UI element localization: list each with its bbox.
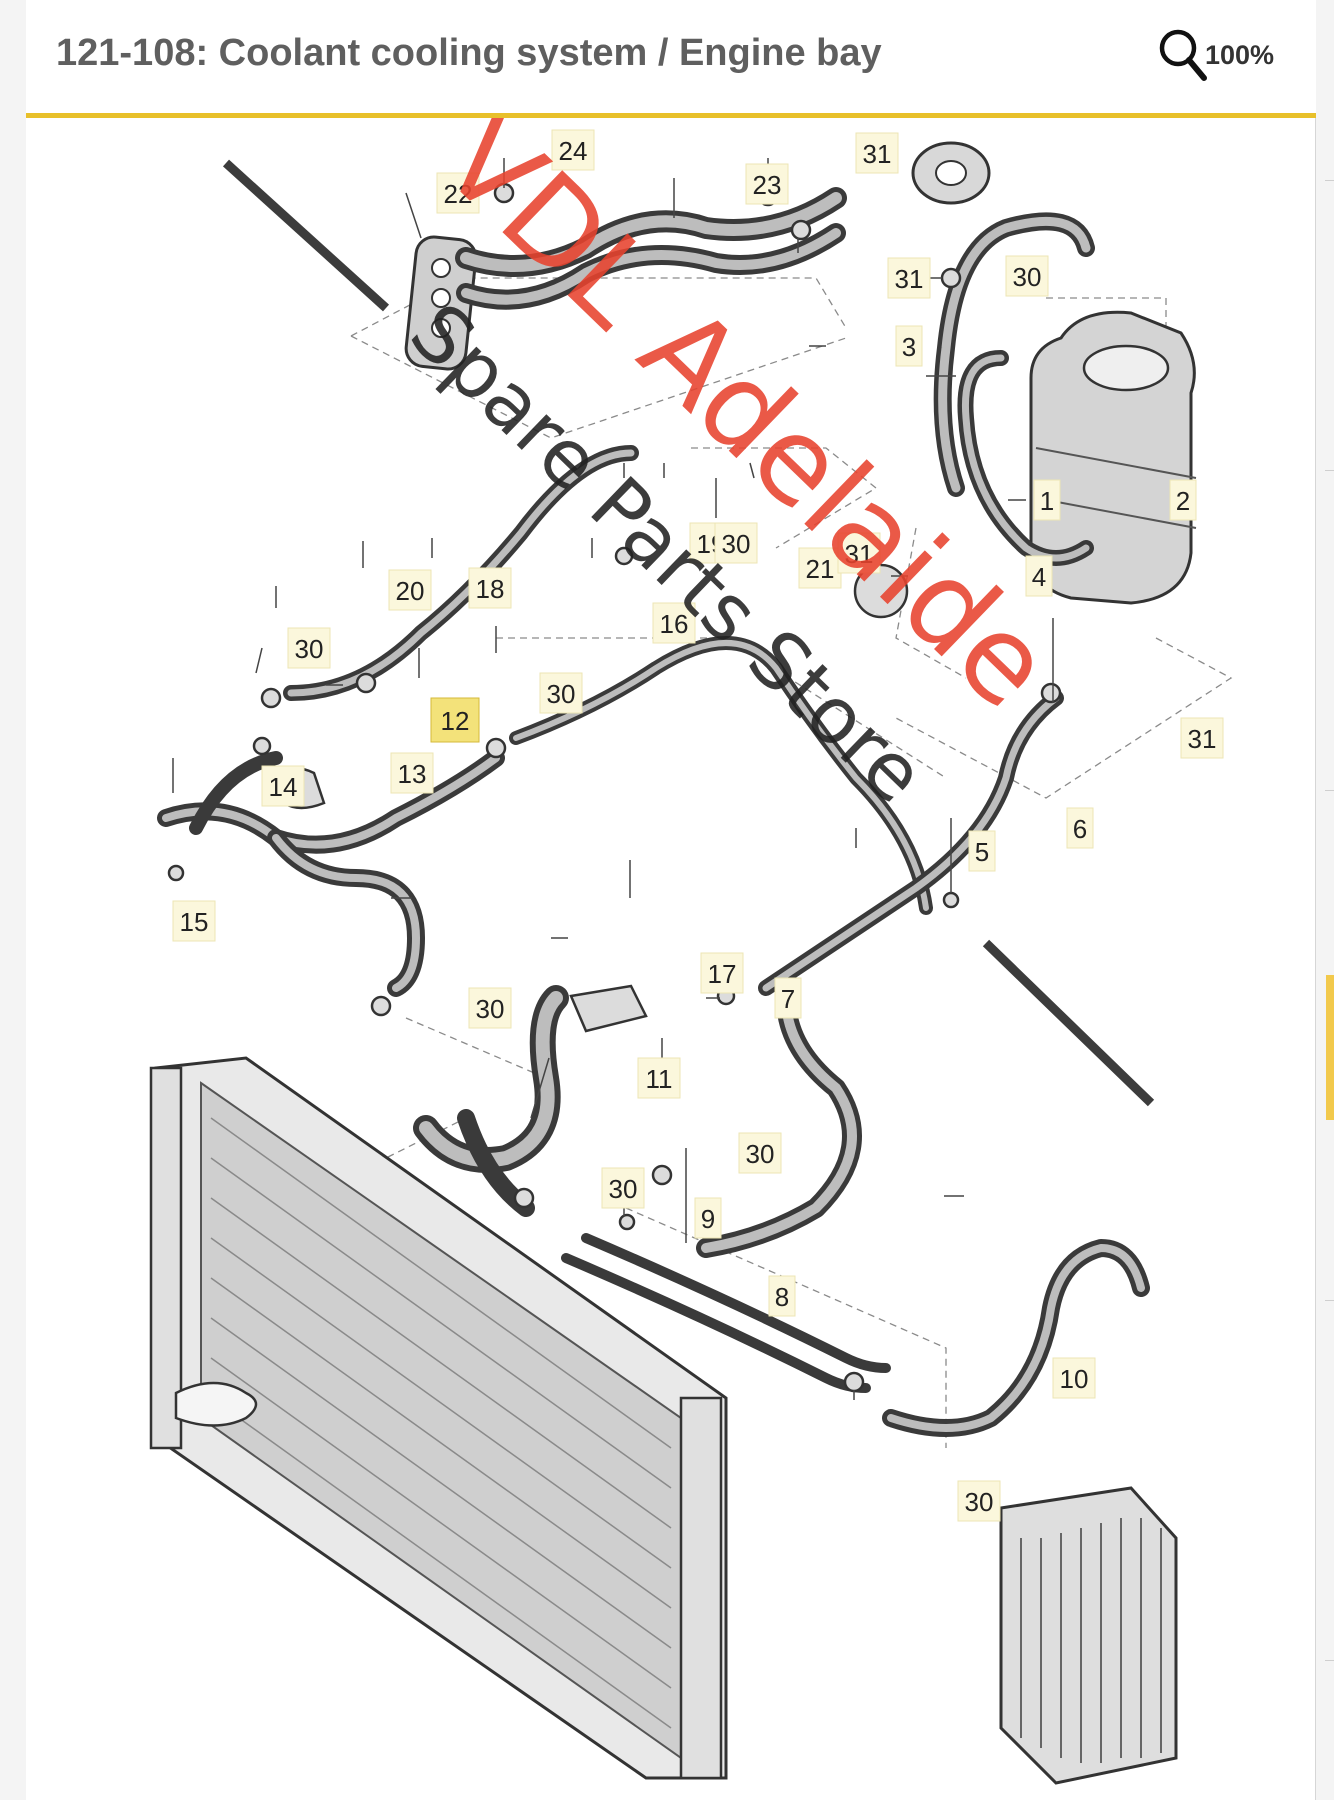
callout-label: 2 (1176, 486, 1190, 516)
callout-label: 3 (902, 332, 916, 362)
heater-connector (911, 141, 991, 205)
callout-18[interactable]: 18 (468, 567, 512, 609)
callout-label: 8 (775, 1282, 789, 1312)
callout-label: 16 (660, 609, 689, 639)
auxiliary-radiator (999, 1486, 1178, 1785)
callout-30-g[interactable]: 30 (601, 1167, 645, 1209)
callout-label: 11 (646, 1064, 673, 1094)
callout-label: 30 (547, 679, 576, 709)
scrollbar-thumb[interactable] (1326, 975, 1334, 1120)
callout-30-c[interactable]: 30 (287, 627, 331, 669)
callout-30-h[interactable]: 30 (957, 1480, 1001, 1522)
callout-label: 24 (559, 136, 588, 166)
callout-label: 18 (476, 574, 505, 604)
expansion-tank (1029, 310, 1197, 605)
callout-label: 15 (180, 907, 209, 937)
callout-12[interactable]: 12 (430, 697, 480, 743)
callout-label: 5 (975, 837, 989, 867)
callout-14[interactable]: 14 (261, 765, 305, 807)
watermark-stroke-2 (982, 939, 1155, 1107)
callout-4[interactable]: 4 (1025, 555, 1053, 597)
callout-17[interactable]: 17 (700, 952, 744, 994)
magnifier-icon[interactable] (1158, 28, 1208, 82)
callout-label: 31 (895, 264, 924, 294)
callout-13[interactable]: 13 (390, 752, 434, 794)
callout-3[interactable]: 3 (895, 325, 923, 367)
callout-30-a[interactable]: 30 (1005, 255, 1049, 297)
parts-diagram: 1 2 3 4 5 6 7 8 9 10 11 12 13 14 15 16 1… (149, 118, 1233, 1785)
callout-5[interactable]: 5 (968, 830, 996, 872)
callout-label: 7 (781, 984, 795, 1014)
callout-31-a[interactable]: 31 (855, 132, 899, 174)
page-title: 121-108: Coolant cooling system / Engine… (56, 32, 882, 74)
callout-label: 17 (708, 959, 737, 989)
callout-24[interactable]: 24 (551, 129, 595, 171)
callout-label: 22 (444, 179, 473, 209)
zoom-level[interactable]: 100% (1205, 40, 1275, 70)
header-rule (26, 113, 1316, 118)
watermark-stroke-1 (222, 159, 390, 312)
callout-label: 30 (1013, 262, 1042, 292)
callout-label: 20 (396, 576, 425, 606)
callout-6[interactable]: 6 (1066, 807, 1094, 849)
callout-2[interactable]: 2 (1169, 479, 1197, 521)
callout-label: 13 (398, 759, 427, 789)
callout-label: 30 (746, 1139, 775, 1169)
callout-30-e[interactable]: 30 (468, 987, 512, 1029)
callout-label: 23 (753, 170, 782, 200)
callout-31-b[interactable]: 31 (887, 257, 931, 299)
callout-label: 31 (1188, 724, 1217, 754)
callout-30-d[interactable]: 30 (539, 672, 583, 714)
callout-15[interactable]: 15 (172, 900, 216, 942)
radiator (149, 1056, 728, 1780)
callout-label: 21 (806, 554, 835, 584)
callout-11[interactable]: 11 (637, 1057, 681, 1099)
callout-22[interactable]: 22 (436, 172, 480, 214)
callout-label: 31 (863, 139, 892, 169)
callout-label: 30 (965, 1487, 994, 1517)
callout-label: 14 (269, 772, 298, 802)
callout-9[interactable]: 9 (694, 1197, 722, 1239)
callout-label: 30 (609, 1174, 638, 1204)
page-header: 121-108: Coolant cooling system / Engine… (26, 0, 1316, 118)
callout-label: 10 (1060, 1364, 1089, 1394)
callout-label: 30 (476, 994, 505, 1024)
callout-label: 12 (441, 706, 470, 736)
callout-label: 30 (722, 529, 751, 559)
left-frame (0, 0, 26, 1800)
callout-7[interactable]: 7 (774, 977, 802, 1019)
callout-31-d[interactable]: 31 (1180, 717, 1224, 759)
callout-20[interactable]: 20 (388, 569, 432, 611)
right-scroll-track[interactable] (1315, 0, 1334, 1800)
callout-label: 30 (295, 634, 324, 664)
callout-16[interactable]: 16 (652, 602, 696, 644)
callout-30-f[interactable]: 30 (738, 1132, 782, 1174)
callout-8[interactable]: 8 (768, 1275, 796, 1317)
heater-flange-plate (404, 235, 478, 371)
callout-label: 4 (1032, 562, 1046, 592)
callout-label: 6 (1073, 814, 1087, 844)
callout-label: 1 (1040, 486, 1054, 516)
callout-label: 9 (701, 1204, 715, 1234)
callout-30-b[interactable]: 30 (714, 522, 758, 564)
callout-label: 31 (845, 539, 874, 569)
callout-21[interactable]: 21 (798, 547, 842, 589)
callout-31-c[interactable]: 31 (837, 532, 881, 574)
callout-10[interactable]: 10 (1052, 1357, 1096, 1399)
callout-23[interactable]: 23 (745, 163, 789, 205)
callout-1[interactable]: 1 (1033, 479, 1061, 521)
